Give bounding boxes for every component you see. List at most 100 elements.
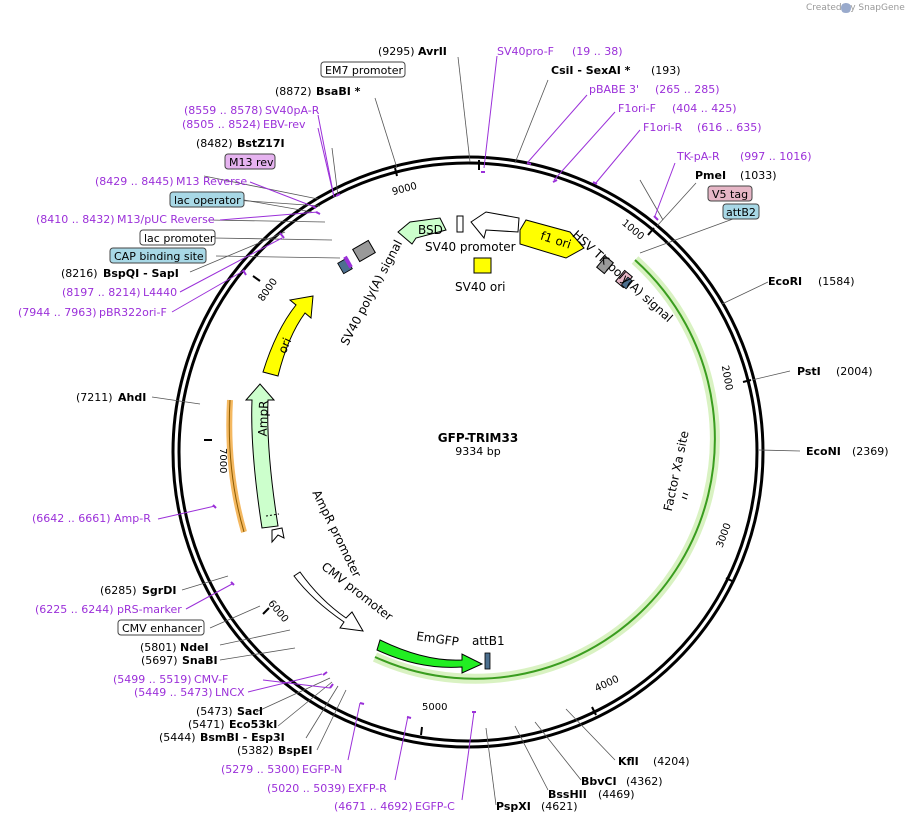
- site-pspxi[interactable]: PspXI: [496, 800, 531, 813]
- cmv-promoter-feature[interactable]: [293, 571, 364, 632]
- site-snabi-pos: (5697): [141, 654, 178, 667]
- site-bsshii[interactable]: BssHII: [548, 788, 587, 801]
- em7-promoter-box[interactable]: [320, 61, 406, 78]
- cmv-enhancer-box[interactable]: [117, 619, 205, 636]
- attb2-box[interactable]: [722, 203, 760, 220]
- sv40-ori-feature[interactable]: [473, 257, 492, 274]
- sv40-polya-feature[interactable]: [352, 239, 376, 263]
- primer-cmv-f-range: (5499 .. 5519): [113, 673, 192, 686]
- primer-ebv-rev[interactable]: EBV-rev: [263, 118, 306, 131]
- tick-9000: 9000: [391, 181, 418, 198]
- primer-pbabe3[interactable]: pBABE 3': [589, 83, 639, 96]
- f1-ori-feature[interactable]: [519, 219, 585, 259]
- attb2-label: attB2: [726, 206, 756, 219]
- bsd-feature[interactable]: [397, 217, 447, 245]
- attb1-feature[interactable]: [484, 652, 491, 670]
- emgfp-label: EmGFP: [415, 629, 459, 649]
- primer-m13-reverse[interactable]: M13 Reverse: [176, 175, 247, 188]
- site-bsabi[interactable]: BsaBI *: [316, 85, 361, 98]
- site-kfli[interactable]: KflI: [618, 755, 639, 768]
- primer-marks: [212, 162, 659, 719]
- site-bsabi-pos: (8872): [275, 85, 312, 98]
- ampr-promoter-feature[interactable]: [271, 527, 285, 544]
- primer-prs-marker[interactable]: pRS-marker: [117, 603, 182, 616]
- sv40-promoter-feature[interactable]: [470, 211, 520, 240]
- site-econi-pos: (2369): [852, 445, 889, 458]
- boxed-features: EM7 promoter M13 rev lac operator lac pr…: [109, 61, 760, 636]
- site-saci[interactable]: SacI: [237, 705, 263, 718]
- primer-exfp-r[interactable]: EXFP-R: [348, 782, 387, 795]
- primer-egfp-n[interactable]: EGFP-N: [302, 763, 342, 776]
- site-bspqi-sapi[interactable]: BspQI - SapI: [103, 267, 179, 280]
- primer-f1ori-r-range: (616 .. 635): [697, 121, 762, 134]
- site-bsshii-pos: (4469): [598, 788, 635, 801]
- v5-tag-box[interactable]: [707, 185, 753, 202]
- site-ecori[interactable]: EcoRI: [768, 275, 802, 288]
- site-pmei-pos: (1033): [740, 169, 777, 182]
- primer-tk-pa-r[interactable]: TK-pA-R: [676, 150, 720, 163]
- site-csii-pos: (193): [651, 64, 681, 77]
- primer-sv40pro-f[interactable]: SV40pro-F: [497, 45, 554, 58]
- primer-sv40pro-f-range: (19 .. 38): [572, 45, 623, 58]
- plasmid-length: 9334 bp: [455, 445, 500, 458]
- primer-leaders: [157, 55, 676, 801]
- site-bspei[interactable]: BspEI: [278, 744, 312, 757]
- cap-binding-site-box[interactable]: [109, 247, 207, 264]
- tick-7000: 7000: [217, 448, 228, 473]
- site-csii-sexai[interactable]: CsiI - SexAI *: [551, 64, 631, 77]
- primer-ebv-rev-range: (8505 .. 8524): [182, 118, 261, 131]
- site-bspqi-pos: (8216): [61, 267, 98, 280]
- site-bspei-pos: (5382): [237, 744, 274, 757]
- lac-operator-label: lac operator: [174, 194, 241, 207]
- attb1-label: attB1: [472, 634, 505, 648]
- site-avrii[interactable]: AvrII: [418, 45, 447, 58]
- primer-m13puc-reverse[interactable]: M13/pUC Reverse: [117, 213, 215, 226]
- primer-lncx[interactable]: LNCX: [215, 686, 245, 699]
- site-snabi[interactable]: SnaBI: [182, 654, 218, 667]
- restriction-sites: (9295) AvrII CsiI - SexAI * (193) (8872)…: [61, 45, 889, 813]
- primer-f1ori-r[interactable]: F1ori-R: [643, 121, 683, 134]
- primer-lncx-range: (5449 .. 5473): [134, 686, 213, 699]
- sv40-ori-label: SV40 ori: [455, 280, 506, 294]
- site-ahdi[interactable]: AhdI: [118, 391, 146, 404]
- site-avrii-pos: (9295): [378, 45, 415, 58]
- primer-amp-r[interactable]: Amp-R: [114, 512, 151, 525]
- site-pmei[interactable]: PmeI: [695, 169, 726, 182]
- site-eco53ki[interactable]: Eco53kI: [229, 718, 277, 731]
- site-psti[interactable]: PstI: [797, 365, 821, 378]
- tick-3000: 3000: [715, 522, 734, 550]
- factor-xa-label: Factor Xa site: [661, 430, 692, 513]
- hsv-tk-polya-feature[interactable]: [595, 255, 615, 275]
- primer-cmv-f[interactable]: CMV-F: [194, 673, 228, 686]
- primer-egfp-c-range: (4671 .. 4692): [334, 800, 413, 813]
- site-kfli-pos: (4204): [653, 755, 690, 768]
- ori-feature[interactable]: [262, 295, 314, 377]
- primer-sv40pa-r[interactable]: SV40pA-R: [265, 104, 320, 117]
- primer-l4440-range: (8197 .. 8214): [62, 286, 141, 299]
- site-bstz17i[interactable]: BstZ17I: [237, 137, 285, 150]
- site-ecori-pos: (1584): [818, 275, 855, 288]
- lac-promoter-label: lac promoter: [144, 232, 215, 245]
- primer-egfp-c[interactable]: EGFP-C: [415, 800, 455, 813]
- emgfp-feature[interactable]: [376, 639, 484, 674]
- site-econi[interactable]: EcoNI: [806, 445, 841, 458]
- primer-l4440[interactable]: L4440: [143, 286, 177, 299]
- site-sgrdi[interactable]: SgrDI: [142, 584, 176, 597]
- site-bsmbi-esp3i[interactable]: BsmBI - Esp3I: [200, 731, 285, 744]
- snapgene-logo-icon: [841, 3, 851, 13]
- primer-pbr322ori-f[interactable]: pBR322ori-F: [99, 306, 167, 319]
- backbone-outer-ring: [171, 155, 765, 749]
- site-ndei[interactable]: NdeI: [180, 641, 209, 654]
- attb2-feature: [620, 276, 634, 290]
- lac-promoter-box[interactable]: [139, 229, 216, 246]
- site-bbvci[interactable]: BbvCI: [581, 775, 617, 788]
- ori-label: ori: [275, 336, 294, 356]
- tick-4000: 4000: [593, 674, 621, 695]
- primer-f1ori-f[interactable]: F1ori-F: [618, 102, 656, 115]
- m13-rev-label: M13 rev: [229, 156, 274, 169]
- tick-6000: 6000: [265, 598, 290, 625]
- m13-rev-box[interactable]: [224, 153, 276, 170]
- ampr-feature[interactable]: [244, 383, 279, 529]
- hsv-tk-label: HSV TK poly(A) signal: [570, 228, 676, 325]
- lac-operator-box[interactable]: [169, 191, 245, 208]
